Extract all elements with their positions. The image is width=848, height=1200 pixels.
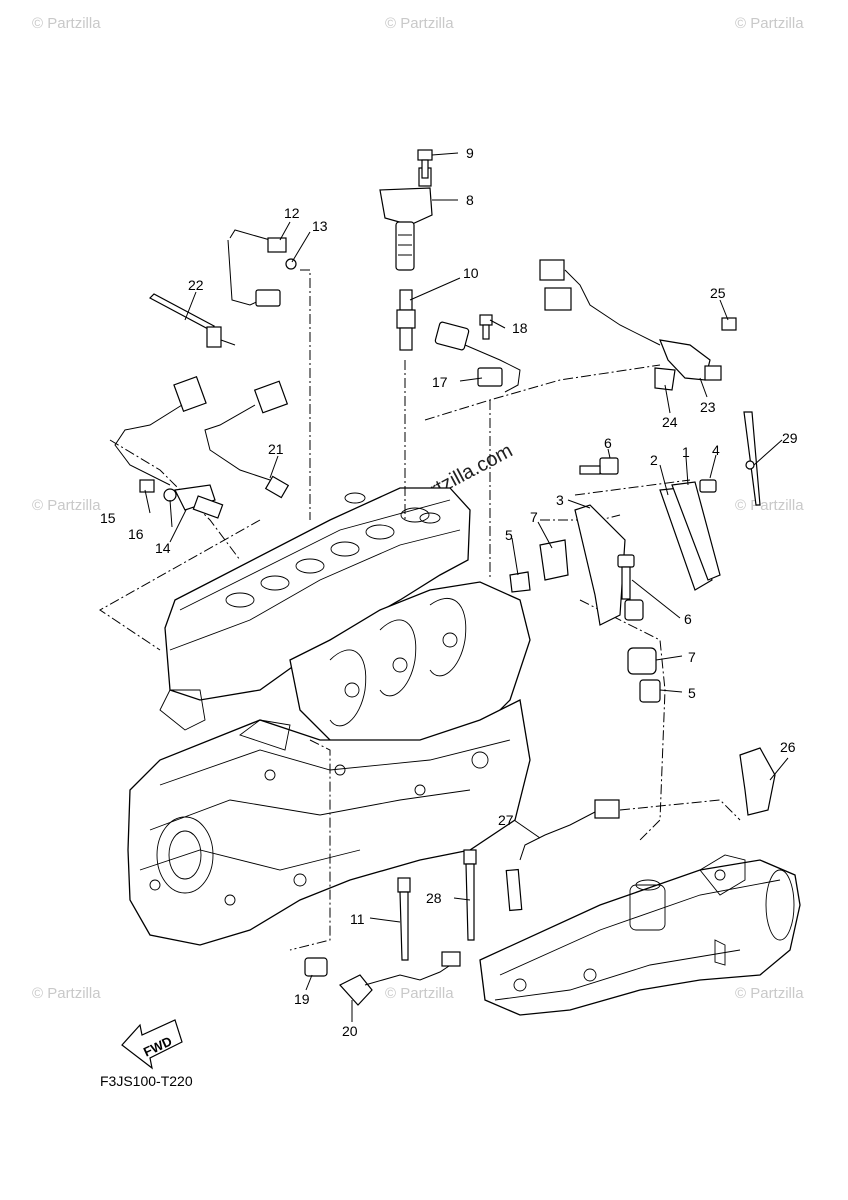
- cable-tie-11: [397, 877, 411, 961]
- watermark: © Partzilla: [735, 15, 804, 32]
- temperature-sensors: [114, 375, 290, 499]
- watermark: © Partzilla: [32, 15, 101, 32]
- callout-12: 12: [284, 205, 300, 221]
- forward-direction-arrow: FWD: [121, 1019, 183, 1070]
- callout-7-top: 7: [530, 509, 538, 525]
- harness-25: [539, 259, 737, 391]
- callout-25: 25: [710, 285, 726, 301]
- callout-9: 9: [466, 145, 474, 161]
- engine-block: [127, 487, 531, 946]
- watermark: © Partzilla: [735, 497, 804, 514]
- gaskets: [659, 481, 721, 591]
- sensor-27: [505, 799, 620, 912]
- callout-6-top: 6: [604, 435, 612, 451]
- callout-5-top: 5: [505, 527, 513, 543]
- cable-tie-22: [149, 293, 236, 348]
- knock-sensor-harness: [304, 951, 461, 1006]
- cable-tie-29: [743, 411, 761, 506]
- watermark: © Partzilla: [735, 985, 804, 1002]
- mounting-bracket: [509, 504, 644, 626]
- callout-20: 20: [342, 1023, 358, 1039]
- callout-leaders: [144, 152, 789, 1022]
- callout-5-bottom: 5: [688, 685, 696, 701]
- bolts: [579, 457, 717, 600]
- callout-7-bottom: 7: [688, 649, 696, 665]
- callout-labels: 9 8 10 12 13 22 21 15 16 14 17 18 25 23 …: [100, 145, 798, 1039]
- callout-24: 24: [662, 414, 678, 430]
- spark-plug: [396, 289, 416, 351]
- callout-10: 10: [463, 265, 479, 281]
- callout-22: 22: [188, 277, 204, 293]
- callout-17: 17: [432, 374, 448, 390]
- callout-18: 18: [512, 320, 528, 336]
- watermark: © Partzilla: [32, 985, 101, 1002]
- callout-19: 19: [294, 991, 310, 1007]
- callout-15: 15: [100, 510, 116, 526]
- callout-2: 2: [650, 452, 658, 468]
- callout-26: 26: [780, 739, 796, 755]
- watermark: © Partzilla: [385, 985, 454, 1002]
- cam-sensor: [139, 479, 224, 519]
- callout-28: 28: [426, 890, 442, 906]
- diagram-code: F3JS100-T220: [100, 1073, 193, 1089]
- grommet-collar-lower: [627, 647, 661, 703]
- callout-11: 11: [350, 911, 365, 927]
- callout-8: 8: [466, 192, 474, 208]
- exhaust-pipe: [479, 854, 801, 1016]
- throttle-sensor-17: [434, 314, 521, 393]
- callout-1: 1: [682, 444, 690, 460]
- callout-3: 3: [556, 492, 564, 508]
- o2-sensor-harness: [227, 229, 297, 307]
- callout-23: 23: [700, 399, 716, 415]
- callout-14: 14: [155, 540, 171, 556]
- callout-4: 4: [712, 442, 720, 458]
- watermark: © Partzilla: [385, 15, 454, 32]
- ignition-coil: [379, 167, 433, 271]
- callout-13: 13: [312, 218, 328, 234]
- cable-tie-28: [463, 849, 477, 941]
- callout-27: 27: [498, 812, 514, 828]
- callout-29: 29: [782, 430, 798, 446]
- callout-21: 21: [268, 441, 284, 457]
- clamp-26: [739, 747, 776, 816]
- watermark: © Partzilla: [32, 497, 101, 514]
- callout-6-bottom: 6: [684, 611, 692, 627]
- callout-16: 16: [128, 526, 144, 542]
